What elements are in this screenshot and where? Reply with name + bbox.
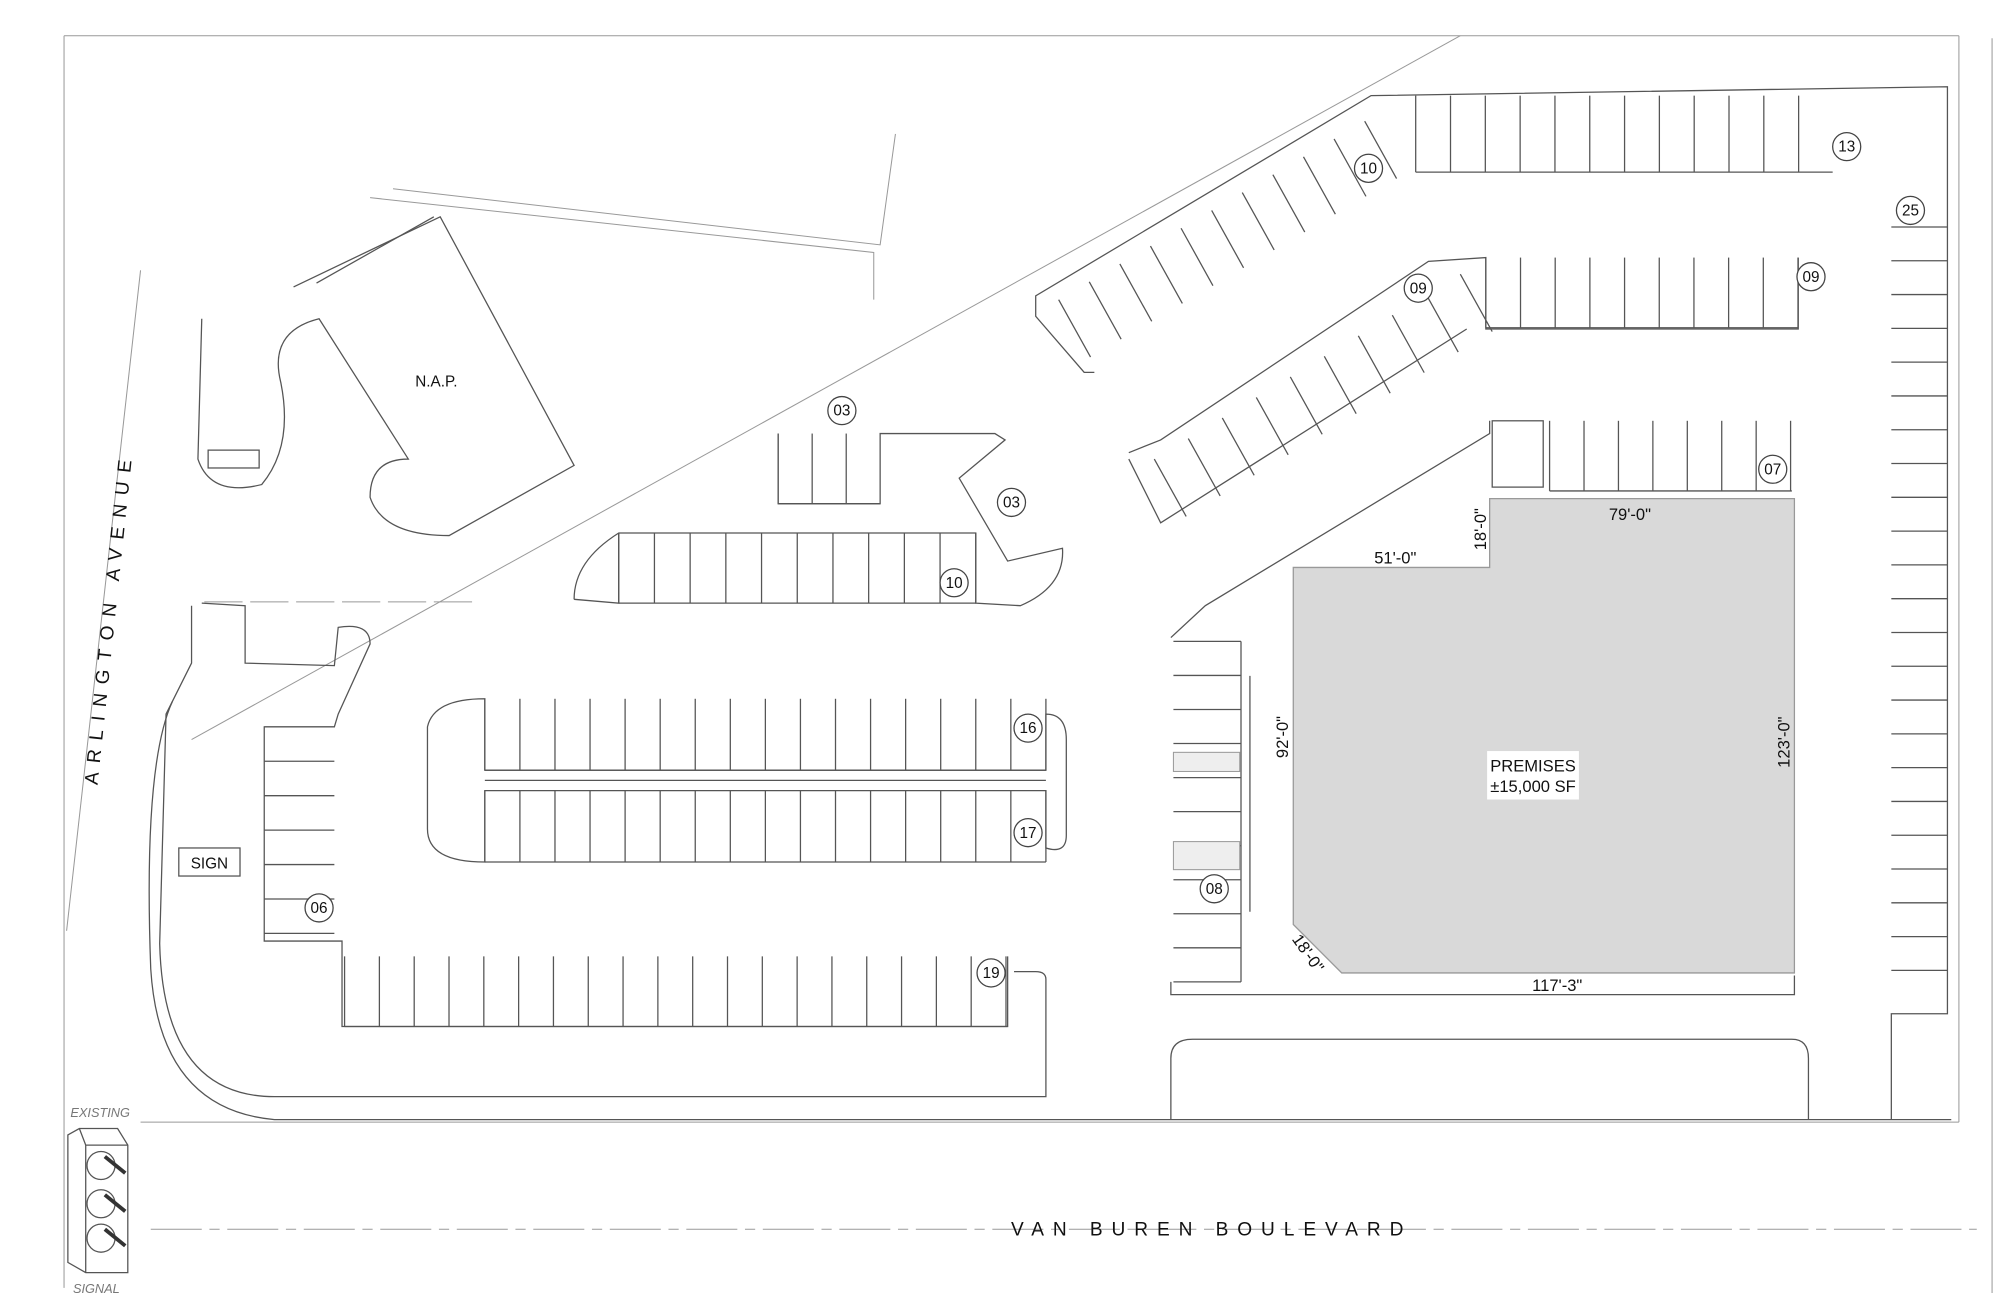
dim-right: 123'-0" xyxy=(1774,716,1793,768)
stall-count: 25 xyxy=(1902,203,1919,220)
stall-count: 10 xyxy=(1360,160,1377,177)
nap-label: N.A.P. xyxy=(415,373,457,390)
premises-building: PREMISES ±15,000 SF 79'-0" 51'-0" 18'-0"… xyxy=(1273,497,1796,995)
stall-line xyxy=(1187,438,1221,497)
stall-count: 03 xyxy=(833,403,850,420)
svg-text:SIGN: SIGN xyxy=(191,855,228,872)
stall-count: 09 xyxy=(1410,280,1427,297)
stall-count-marker: 03 xyxy=(996,487,1027,518)
street-van-buren-boulevard: VAN BUREN BOULEVARD xyxy=(1011,1220,1412,1241)
stall-count: 13 xyxy=(1838,139,1855,156)
stall-count-markers: 10 13 25 09 09 07 03 03 10 16 17 06 19 08 xyxy=(304,131,1926,988)
stall-line xyxy=(1058,299,1092,358)
stall-count-marker: 03 xyxy=(827,395,857,426)
stall-line xyxy=(1425,294,1459,353)
stall-count-marker: 19 xyxy=(976,958,1006,988)
stall-line xyxy=(1333,138,1367,197)
stall-count: 19 xyxy=(983,965,1000,982)
curbs xyxy=(148,86,1952,1121)
stall-line xyxy=(1221,417,1255,476)
stall-line xyxy=(1180,227,1214,286)
dim-left: 92'-0" xyxy=(1273,716,1292,758)
existing-signal: EXISTING SIGNAL xyxy=(67,1105,130,1293)
stall-count: 17 xyxy=(1020,825,1037,842)
stall-count-marker: 25 xyxy=(1895,195,1926,226)
stall-count-marker: 10 xyxy=(939,568,969,598)
sign: SIGN xyxy=(178,847,241,877)
stall-count-marker: 09 xyxy=(1403,273,1433,303)
street-arlington-avenue: ARLINGTON AVENUE xyxy=(82,450,138,786)
stall-count: 16 xyxy=(1020,720,1037,737)
stall-line xyxy=(1149,245,1183,304)
dim-notch-depth: 18'-0" xyxy=(1471,508,1490,550)
dim-bottom: 117'-3" xyxy=(1532,976,1582,995)
stall-count-marker: 07 xyxy=(1758,454,1788,484)
stall-line xyxy=(1289,376,1323,435)
stall-line xyxy=(1459,273,1493,332)
stall-line xyxy=(1364,120,1398,179)
stall-line xyxy=(1211,210,1245,269)
stall-line xyxy=(1088,281,1122,340)
stall-line xyxy=(1323,356,1357,415)
stall-line xyxy=(1302,156,1336,215)
stall-count: 09 xyxy=(1802,269,1819,286)
stall-line xyxy=(1241,192,1275,251)
svg-text:EXISTING: EXISTING xyxy=(70,1105,130,1120)
site-boundary xyxy=(63,35,1993,1293)
svg-text:SIGNAL: SIGNAL xyxy=(73,1281,120,1293)
stall-count: 07 xyxy=(1764,461,1781,478)
dim-notch-width: 51'-0" xyxy=(1374,549,1416,568)
stall-count-marker: 10 xyxy=(1353,153,1384,183)
stall-count-marker: 08 xyxy=(1199,874,1229,904)
stall-line xyxy=(1391,314,1425,373)
stall-count: 03 xyxy=(1003,495,1020,512)
stall-count-marker: 13 xyxy=(1832,131,1862,162)
stall-count-marker: 17 xyxy=(1013,818,1043,848)
stall-count-marker: 06 xyxy=(304,893,334,923)
parking-stalls xyxy=(264,95,1948,1028)
stall-line xyxy=(1255,397,1289,456)
hatched-areas xyxy=(1172,751,1241,871)
stall-line xyxy=(1153,458,1187,517)
stall-count: 10 xyxy=(946,575,963,592)
stall-count-marker: 16 xyxy=(1013,713,1043,743)
stall-line xyxy=(1357,335,1391,394)
stall-line xyxy=(1272,174,1306,233)
stall-count-marker: 09 xyxy=(1796,262,1826,292)
premises-area: ±15,000 SF xyxy=(1490,777,1576,796)
premises-title: PREMISES xyxy=(1490,756,1576,775)
dim-top: 79'-0" xyxy=(1609,505,1651,524)
stall-count: 08 xyxy=(1206,881,1223,898)
stall-count: 06 xyxy=(311,900,328,917)
stall-line xyxy=(1119,263,1153,322)
